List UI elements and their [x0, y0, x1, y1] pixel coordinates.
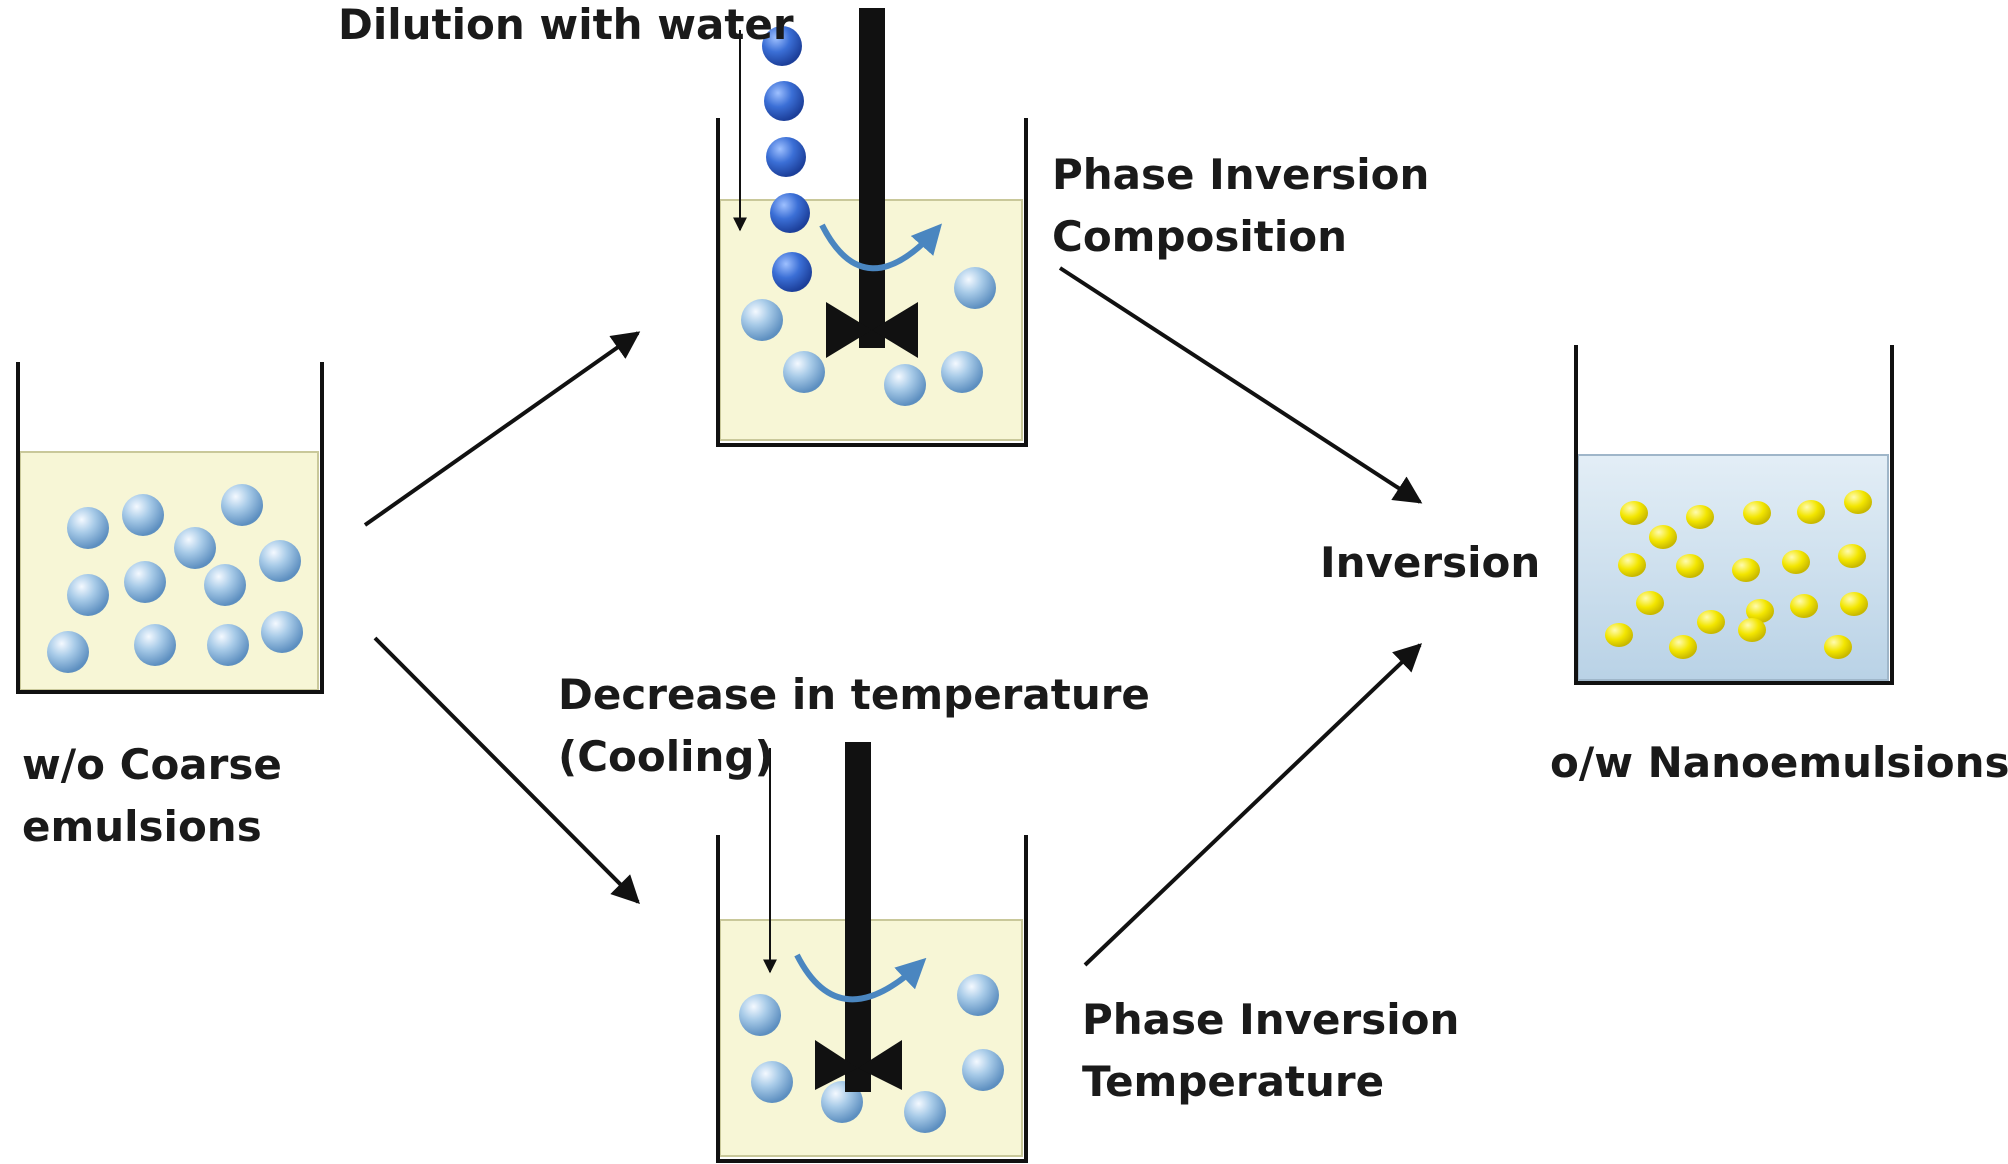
arrow-coarse-to-pit	[373, 636, 640, 904]
coarse-label-line2: emulsions	[22, 802, 262, 851]
pit-label-line2: Temperature	[1082, 1057, 1385, 1106]
swirl-arrow-pit	[794, 953, 927, 1003]
inversion-label: Inversion	[1320, 538, 1541, 587]
water-drops	[762, 26, 812, 292]
nanoemulsion-beaker	[1574, 345, 1894, 685]
arrow-coarse-to-pic	[363, 331, 641, 527]
pic-label-line2: Composition	[1052, 212, 1347, 261]
pit-droplets	[739, 974, 1004, 1133]
swirl-arrow-pic	[819, 223, 942, 272]
stirrer-pic	[826, 8, 918, 358]
arrow-pic-to-inversion	[1058, 266, 1423, 504]
cooling-label-line1: Decrease in temperature	[558, 670, 1150, 719]
arrow-pit-to-inversion	[1083, 643, 1423, 967]
dilution-label: Dilution with water	[338, 0, 794, 49]
pit-label-line1: Phase Inversion	[1082, 995, 1460, 1044]
coarse-droplets	[47, 484, 303, 673]
nano-droplets	[1605, 490, 1872, 659]
nanoemulsion-label: o/w Nanoemulsions	[1550, 738, 2008, 787]
stirrer-pit	[815, 742, 902, 1092]
pic-beaker	[716, 8, 1028, 447]
coarse-emulsion-beaker	[16, 362, 324, 694]
cooling-label-line2: (Cooling)	[558, 732, 774, 781]
pic-droplets	[741, 267, 996, 406]
coarse-label-line1: w/o Coarse	[22, 740, 282, 789]
pit-beaker	[716, 742, 1028, 1163]
pic-label-line1: Phase Inversion	[1052, 150, 1430, 199]
